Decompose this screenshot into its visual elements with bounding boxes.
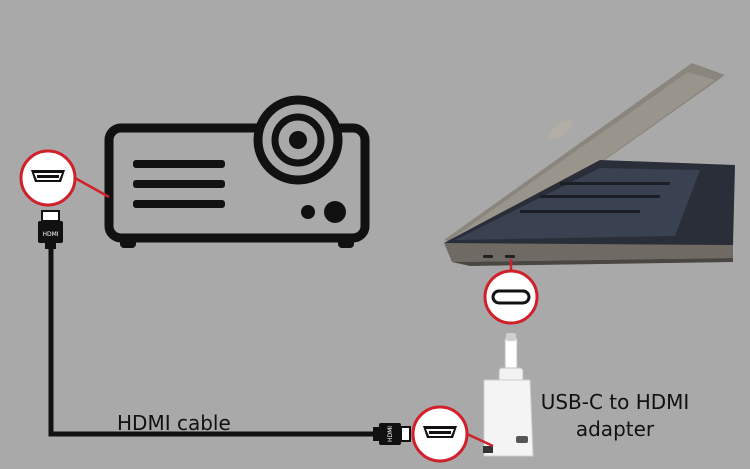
hdmi-port-icon xyxy=(411,405,494,463)
usb-c-plug-icon xyxy=(506,333,516,341)
hdmi-plug-icon: HDMI xyxy=(373,423,411,445)
adapter-label-line2: adapter xyxy=(575,417,655,441)
projector-callout-line xyxy=(74,176,110,199)
laptop-icon xyxy=(444,63,735,266)
adapter-icon xyxy=(483,336,534,457)
hdmi-plug-icon: HDMI xyxy=(38,210,63,249)
usb-c-port-icon xyxy=(483,269,539,325)
adapter-label-line1: USB-C to HDMI xyxy=(540,390,690,414)
hdmi-cable-line xyxy=(48,249,375,437)
plug-marking-bottom: HDMI xyxy=(387,426,394,442)
hdmi-port-icon xyxy=(19,149,77,207)
projector-icon xyxy=(104,95,370,248)
adapter-label: USB-C to HDMI adapter xyxy=(540,389,690,443)
hdmi-cable-label: HDMI cable xyxy=(117,411,231,435)
plug-marking-top: HDMI xyxy=(42,231,58,238)
